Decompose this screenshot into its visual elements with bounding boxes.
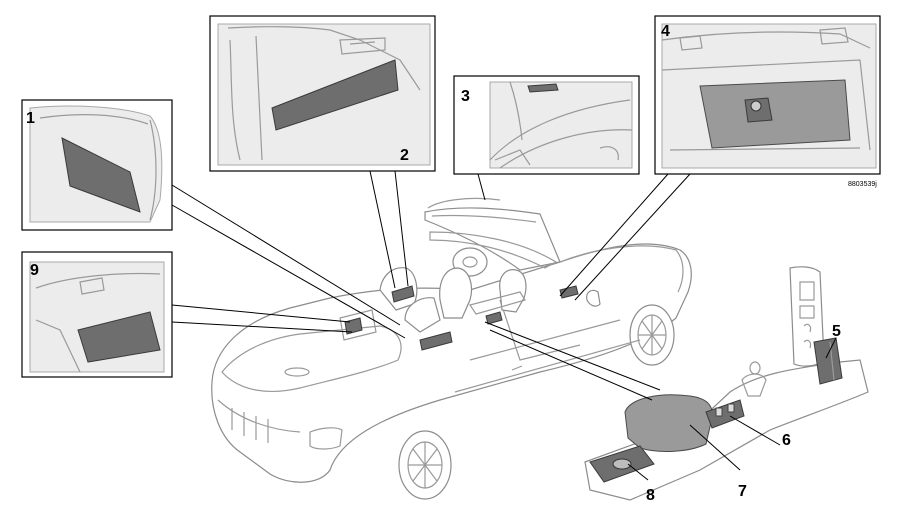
leader-lines bbox=[171, 170, 837, 481]
callout-8: 8 bbox=[646, 487, 655, 504]
callout-2: 2 bbox=[400, 147, 409, 164]
center-console-detail bbox=[584, 266, 869, 501]
car-illustration bbox=[211, 197, 692, 500]
callout-4: 4 bbox=[661, 23, 670, 40]
callout-3: 3 bbox=[461, 88, 470, 105]
inset-1-seat-pocket: 1 bbox=[21, 99, 173, 231]
inset-2-door-pocket: 2 bbox=[209, 15, 436, 172]
inset-4-glovebox: 4 bbox=[654, 15, 881, 175]
inset-3-dashboard-holder: 3 bbox=[453, 75, 640, 175]
figure-code: 8803539j bbox=[848, 181, 877, 188]
callout-1: 1 bbox=[26, 110, 35, 127]
callout-9: 9 bbox=[30, 262, 39, 279]
callout-5: 5 bbox=[832, 323, 841, 340]
inset-9-rear-side-pocket: 9 bbox=[21, 251, 173, 378]
callout-6: 6 bbox=[782, 432, 791, 449]
callout-7: 7 bbox=[738, 483, 747, 500]
